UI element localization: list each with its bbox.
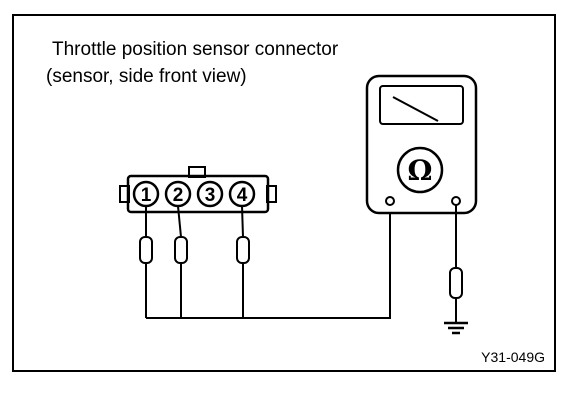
connector-pin-3-label: 3: [205, 185, 216, 206]
probe-2: [174, 236, 188, 264]
ground-symbol: [444, 321, 468, 335]
figure-code: Y31-049G: [481, 349, 545, 365]
connector-left-ear: [119, 185, 130, 203]
connector-pin-1-label: 1: [141, 185, 152, 206]
caption-title: Throttle position sensor connector: [52, 39, 339, 60]
ground-probe: [449, 267, 463, 299]
ohmmeter-needle: [392, 96, 439, 122]
ohmmeter-terminal-left: [385, 196, 395, 206]
connector-pin-4-label: 4: [237, 185, 248, 206]
probe-4: [236, 236, 250, 264]
ohmmeter: Ω: [365, 74, 478, 215]
connector-pin-3: [196, 180, 224, 208]
connector-pin-2-label: 2: [173, 185, 184, 206]
probe-1: [139, 236, 153, 264]
ohmmeter-display: [379, 85, 464, 125]
common-wire: [146, 210, 391, 319]
ohmmeter-symbol: Ω: [408, 154, 433, 187]
ground-lead: [449, 205, 463, 322]
ohmmeter-dial: [396, 146, 444, 194]
ohmmeter-terminal-right: [451, 196, 461, 206]
connector-right-ear: [266, 185, 277, 203]
probe-leads: [139, 205, 391, 319]
caption-subtitle: (sensor, side front view): [46, 66, 247, 87]
